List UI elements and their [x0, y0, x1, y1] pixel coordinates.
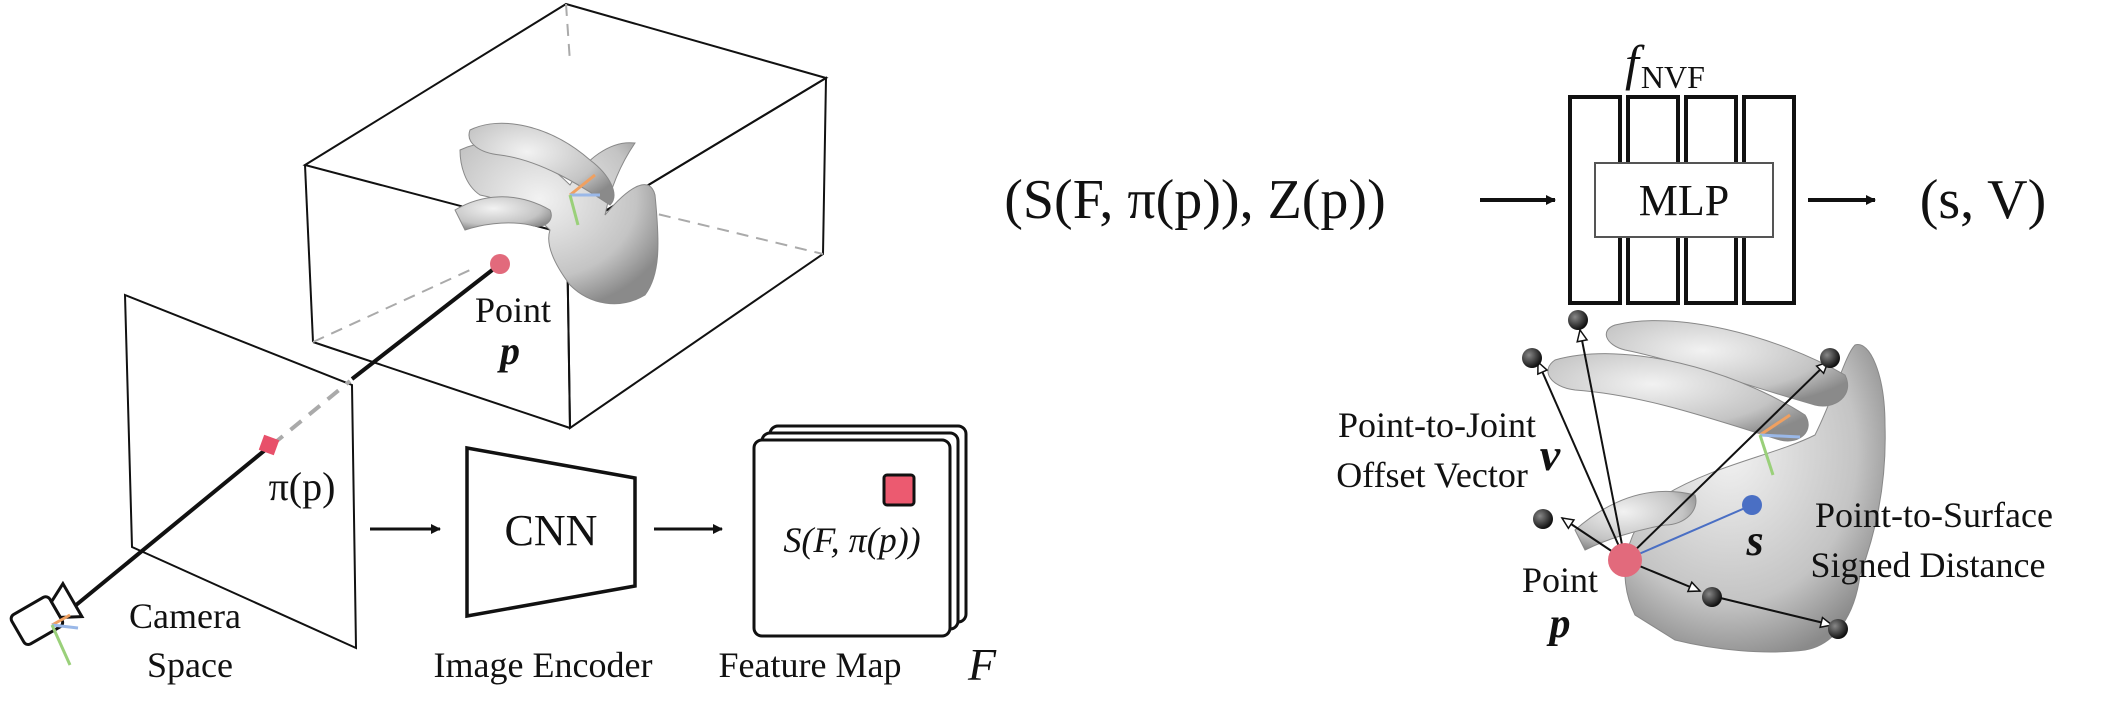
projection-marker [258, 434, 280, 456]
ray-hidden [270, 379, 352, 447]
image-plane [123, 293, 358, 650]
hand-mesh-icon [454, 122, 659, 305]
surface-symbol: s [1745, 516, 1763, 565]
surface-label-line2: Signed Distance [1811, 545, 2046, 585]
box-hidden-edges [312, 3, 824, 343]
camera-label-line1: Camera [129, 596, 241, 636]
feature-symbol: F [967, 639, 997, 690]
encoder-caption: Image Encoder [434, 645, 653, 685]
joint-marker-icon [1522, 310, 1848, 639]
projection-label: π(p) [269, 464, 336, 509]
function-name: fNVF [1625, 35, 1705, 95]
camera-axes-icon [50, 613, 79, 666]
output-expression: (s, V) [1920, 169, 2047, 231]
point-symbol: p [497, 328, 520, 373]
signed-distance-line [1624, 504, 1753, 561]
point-marker [490, 254, 510, 274]
point-label: Point [475, 290, 551, 330]
feature-sample-marker [882, 473, 916, 507]
point-label-right: Point [1522, 560, 1598, 600]
feature-caption: Feature Map [719, 645, 902, 685]
cnn-label: CNN [505, 506, 598, 555]
surface-label-line1: Point-to-Surface [1815, 495, 2053, 535]
camera-icon [9, 580, 85, 647]
mlp-label: MLP [1639, 176, 1729, 225]
mlp-block [1594, 162, 1774, 238]
query-point-marker [1608, 543, 1642, 577]
camera-label-line2: Space [147, 645, 233, 685]
joint-label-line1: Point-to-Joint [1338, 405, 1536, 445]
point-symbol-right: p [1547, 601, 1571, 647]
surface-point-marker [1742, 495, 1762, 515]
joint-label-line2: Offset Vector [1336, 455, 1528, 495]
box-left-edge [304, 164, 314, 343]
input-expression: (S(F, π(p)), Z(p)) [1004, 169, 1385, 231]
box-bottom-front-edge [312, 341, 571, 429]
joint-symbol: v [1540, 429, 1561, 480]
ray-back [350, 262, 502, 381]
sample-label: S(F, π(p)) [783, 520, 920, 560]
cnn-block [465, 445, 637, 619]
ray-front [68, 444, 272, 612]
